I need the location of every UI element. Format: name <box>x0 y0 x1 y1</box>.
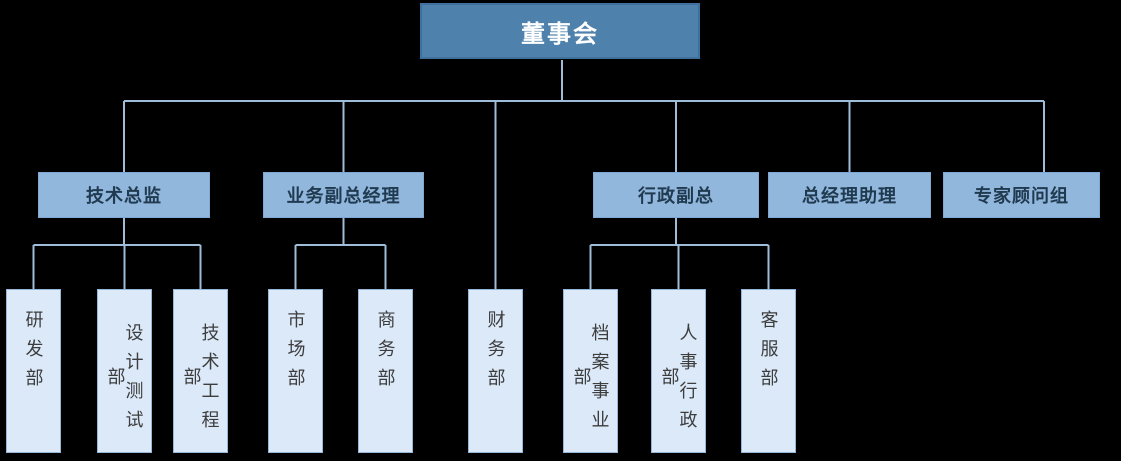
node-gm-assistant-label: 总经理助理 <box>802 186 897 206</box>
node-design-test-dept-label: 设计测试部 <box>105 323 144 439</box>
node-tech-eng-dept: 技术工程部 <box>173 289 228 453</box>
node-board-label: 董事会 <box>521 20 599 48</box>
node-tech-eng-dept-label: 技术工程部 <box>181 323 220 439</box>
node-board: 董事会 <box>420 3 700 59</box>
node-archives-dept-label: 档案事业部 <box>571 323 610 439</box>
node-biz-deputy-gm: 业务副总经理 <box>263 172 424 218</box>
node-gm-assistant: 总经理助理 <box>768 172 931 218</box>
node-hr-admin-dept: 人事行政部 <box>651 289 706 453</box>
node-rd-dept-label: 研发部 <box>23 310 44 397</box>
node-archives-dept: 档案事业部 <box>563 289 618 453</box>
node-biz-deputy-gm-label: 业务副总经理 <box>286 186 401 206</box>
node-tech-director: 技术总监 <box>38 172 210 218</box>
node-admin-deputy: 行政副总 <box>593 172 759 218</box>
node-service-dept-label: 客服部 <box>758 310 779 397</box>
node-finance-dept: 财务部 <box>468 289 523 453</box>
node-tech-director-label: 技术总监 <box>86 186 162 206</box>
node-marketing-dept-label: 市场部 <box>285 310 306 397</box>
node-admin-deputy-label: 行政副总 <box>638 186 714 206</box>
node-design-test-dept: 设计测试部 <box>97 289 152 453</box>
node-service-dept: 客服部 <box>741 289 796 453</box>
node-commerce-dept-label: 商务部 <box>375 310 396 397</box>
node-marketing-dept: 市场部 <box>268 289 323 453</box>
node-commerce-dept: 商务部 <box>358 289 413 453</box>
node-expert-advisors-label: 专家顾问组 <box>974 186 1069 206</box>
node-expert-advisors: 专家顾问组 <box>943 172 1100 218</box>
node-finance-dept-label: 财务部 <box>485 310 506 397</box>
node-hr-admin-dept-label: 人事行政部 <box>659 323 698 439</box>
connector-path <box>32 60 1045 289</box>
node-rd-dept: 研发部 <box>6 289 61 453</box>
